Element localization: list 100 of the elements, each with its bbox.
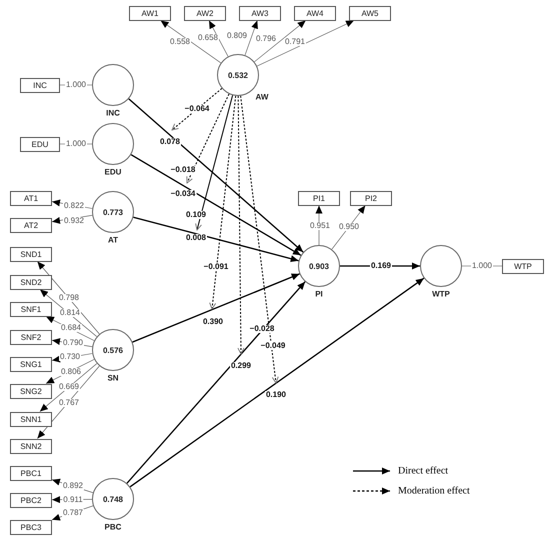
indicator-box: SNN2 — [10, 438, 52, 454]
edge-label: 0.790 — [62, 339, 84, 347]
edge-label: 0.806 — [60, 368, 82, 376]
edge-label: 0.767 — [58, 399, 80, 407]
indicator-box: AT2 — [10, 218, 52, 232]
edge-label: −0.091 — [202, 263, 230, 271]
arrow — [133, 216, 299, 262]
edge-label: 0.892 — [62, 482, 84, 490]
indicator-box: EDU — [20, 136, 60, 152]
edge-label: 0.730 — [58, 353, 82, 361]
latent-variable-circle — [92, 191, 134, 233]
arrow — [209, 95, 236, 310]
legend-label: Direct effect — [398, 466, 448, 476]
edge-label: 0.169 — [370, 262, 392, 270]
indicator-box: SNG2 — [10, 384, 52, 398]
edge-label: 0.798 — [58, 294, 80, 302]
edge-label: 0.390 — [202, 318, 224, 326]
r-squared-value: 0.773 — [102, 208, 124, 216]
r-squared-value: 0.576 — [102, 346, 124, 354]
arrow — [37, 261, 100, 334]
edge-label: −0.064 — [184, 105, 210, 113]
r-squared-value: 0.748 — [102, 494, 124, 504]
latent-variable-circle — [92, 123, 134, 165]
edge-label: 0.669 — [58, 383, 80, 391]
edge-label: 0.822 — [62, 202, 86, 210]
arrow — [128, 98, 304, 253]
edge-label: 1.000 — [64, 140, 88, 148]
edge-label: 0.911 — [62, 496, 84, 504]
indicator-box: INC — [20, 78, 60, 92]
edge-label: 0.190 — [264, 391, 288, 399]
latent-variable-circle — [92, 478, 134, 520]
edge-label: 0.558 — [168, 38, 192, 46]
arrow — [208, 20, 228, 57]
construct-label: WTP — [432, 290, 450, 298]
edge-label: 0.809 — [226, 32, 248, 40]
edge-label: 0.109 — [184, 211, 208, 219]
arrow — [186, 94, 230, 184]
arrow — [40, 363, 98, 412]
edge-label: 0.950 — [338, 223, 360, 231]
indicator-box: AW3 — [239, 6, 281, 20]
latent-variable-circle — [92, 64, 134, 106]
indicator-box: SNF2 — [10, 330, 52, 344]
arrow — [244, 20, 258, 56]
edge-label: 0.787 — [62, 509, 84, 517]
arrow — [130, 154, 302, 256]
edge-label: 1.000 — [470, 262, 494, 270]
indicator-box: PBC1 — [10, 466, 52, 480]
arrow — [254, 20, 306, 62]
latent-variable-circle — [92, 329, 134, 371]
edge-label: 0.814 — [58, 309, 82, 317]
edge-label: 0.658 — [196, 34, 220, 42]
edge-label: −0.028 — [248, 325, 276, 333]
construct-label: SN — [107, 374, 119, 382]
arrow — [130, 278, 424, 488]
indicator-box: PBC3 — [10, 520, 52, 534]
arrow — [256, 20, 354, 66]
r-squared-value: 0.532 — [228, 70, 248, 80]
legend-label: Moderation effect — [398, 486, 470, 496]
r-squared-value: 0.903 — [308, 262, 330, 270]
edge-label: −0.049 — [260, 342, 286, 350]
indicator-box: SNF1 — [10, 302, 52, 316]
indicator-box: WTP — [502, 258, 544, 274]
arrow — [40, 289, 98, 337]
edge-label: 0.078 — [158, 138, 182, 146]
edge-label: −0.034 — [170, 190, 196, 198]
latent-variable-circle — [217, 54, 259, 96]
arrow — [126, 281, 306, 484]
edge-label: 0.932 — [62, 217, 86, 225]
indicator-box: PBC2 — [10, 492, 52, 508]
indicator-box: PI1 — [298, 190, 340, 206]
indicator-box: AW5 — [349, 6, 391, 20]
edge-label: 0.008 — [184, 234, 208, 242]
indicator-box: AW2 — [184, 6, 226, 20]
indicator-box: SNG1 — [10, 356, 52, 372]
construct-label: AT — [108, 236, 118, 244]
construct-label: AW — [256, 92, 268, 102]
arrow — [195, 94, 234, 230]
edge-label: −0.018 — [170, 166, 196, 174]
indicator-box: AW4 — [294, 6, 336, 20]
latent-variable-circle — [420, 245, 462, 287]
edge-label: 0.684 — [60, 324, 82, 332]
indicator-box: PI2 — [350, 190, 392, 206]
latent-variable-circle — [298, 245, 340, 287]
indicator-box: AW1 — [129, 6, 171, 20]
construct-label: PBC — [104, 522, 122, 532]
arrow — [132, 273, 300, 343]
arrow — [240, 95, 279, 384]
indicator-box: AT1 — [10, 190, 52, 206]
construct-label: EDU — [104, 168, 122, 176]
arrow — [37, 366, 100, 439]
arrow — [172, 88, 222, 130]
edge-label: 0.796 — [254, 35, 278, 43]
indicator-box: SNN1 — [10, 412, 52, 426]
construct-label: INC — [106, 108, 120, 118]
edge-label: 1.000 — [64, 81, 88, 89]
arrow — [237, 96, 244, 354]
arrow — [160, 20, 222, 64]
construct-label: PI — [315, 290, 323, 298]
indicator-box: SND1 — [10, 246, 52, 262]
edge-label: 0.791 — [284, 38, 306, 46]
